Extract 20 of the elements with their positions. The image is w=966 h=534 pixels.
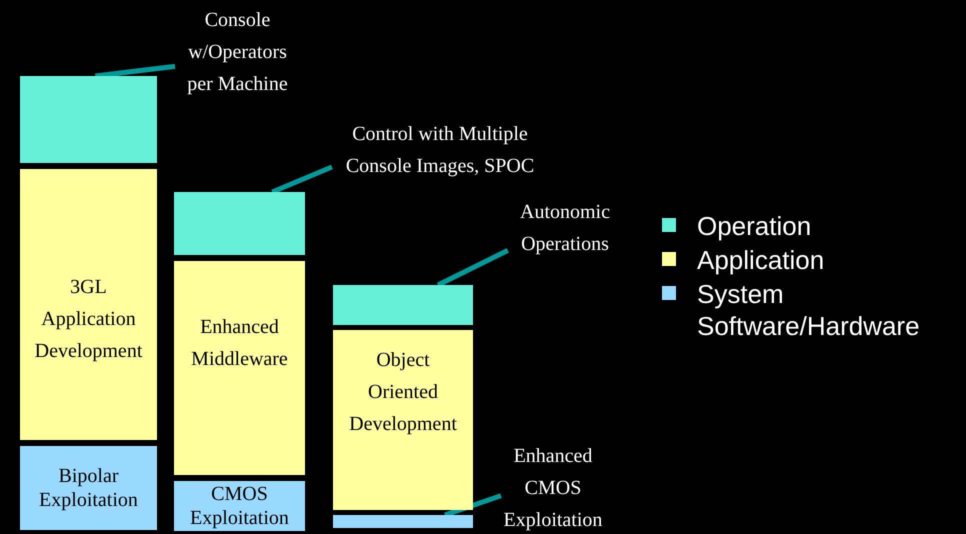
- leader-line: [95, 64, 176, 78]
- stack-segment: Bipolar Exploitation: [20, 446, 157, 530]
- callout-text: Console w/Operators per Machine: [175, 4, 300, 100]
- callout-text: Control with Multiple Console Images, SPOC: [325, 116, 555, 184]
- callout-text: Enhanced CMOS Exploitation: [488, 440, 618, 534]
- stack-segment: Object Oriented Development: [333, 330, 473, 510]
- stack-segment: [333, 285, 473, 325]
- stack-segment: CMOS Exploitation: [174, 481, 305, 531]
- legend-label: Operation: [697, 210, 812, 242]
- stack-segment: Enhanced Middleware: [174, 261, 305, 475]
- stack-segment: [20, 76, 157, 163]
- stack-segment: [174, 192, 305, 255]
- leader-line: [271, 164, 333, 194]
- legend-label: System Software/Hardware: [697, 278, 921, 342]
- leader-line: [436, 248, 509, 288]
- callout-text: Autonomic Operations: [500, 196, 630, 260]
- stack-segment: [333, 515, 473, 528]
- leader-line: [444, 493, 502, 518]
- stack-segment: 3GL Application Development: [20, 169, 157, 440]
- legend-label: Application: [697, 244, 826, 276]
